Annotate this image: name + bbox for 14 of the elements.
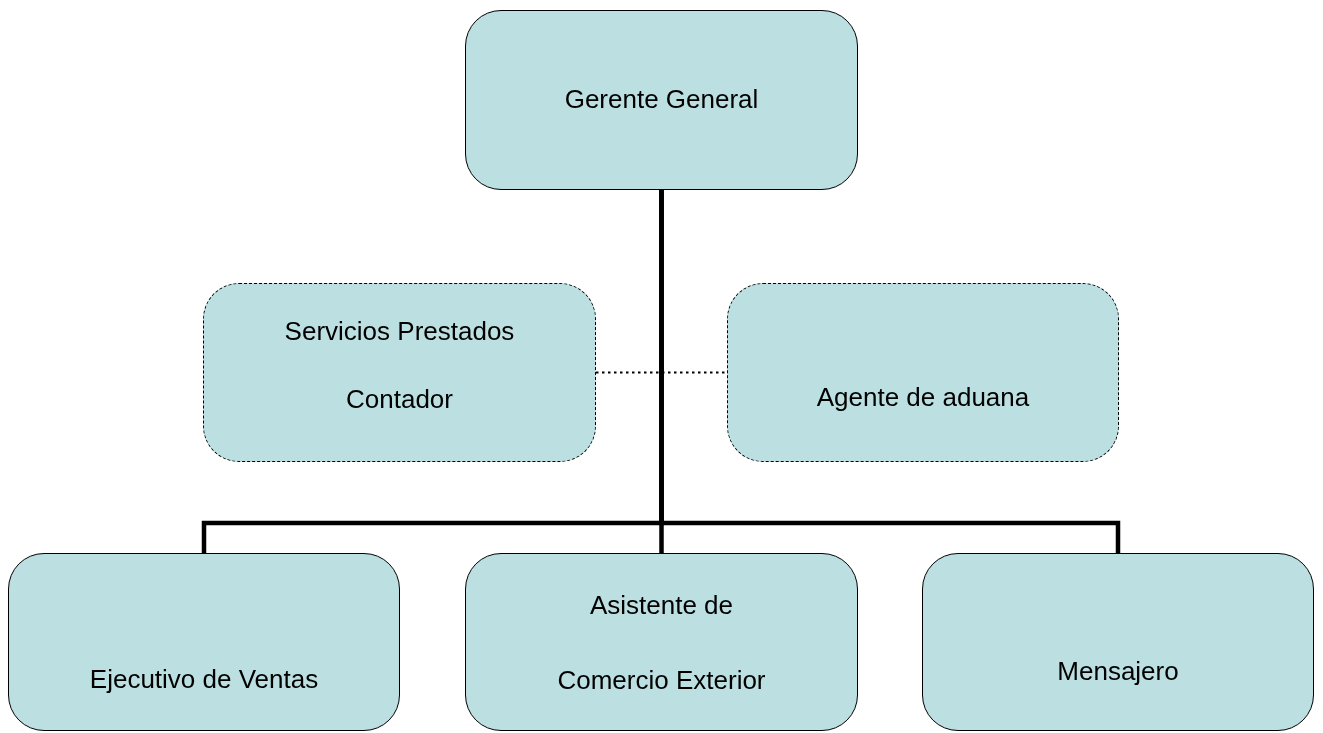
- box-label: Mensajero: [1057, 656, 1179, 688]
- dashed-box: [203, 283, 596, 462]
- dotted-line: [595, 371, 728, 374]
- box-label: Gerente General: [564, 84, 759, 116]
- position-box: [465, 553, 858, 731]
- position-box: [8, 553, 400, 731]
- connector-line: [659, 190, 1121, 553]
- position-box: [465, 10, 858, 190]
- box-label: Asistente de Comercio Exterior: [556, 589, 767, 698]
- box-label: Agente de aduana: [816, 381, 1030, 414]
- position-box: [922, 553, 1314, 731]
- dashed-box: [727, 283, 1119, 462]
- box-label: Ejecutivo de Ventas: [89, 663, 319, 696]
- box-label: Servicios Prestados Contador: [283, 315, 516, 416]
